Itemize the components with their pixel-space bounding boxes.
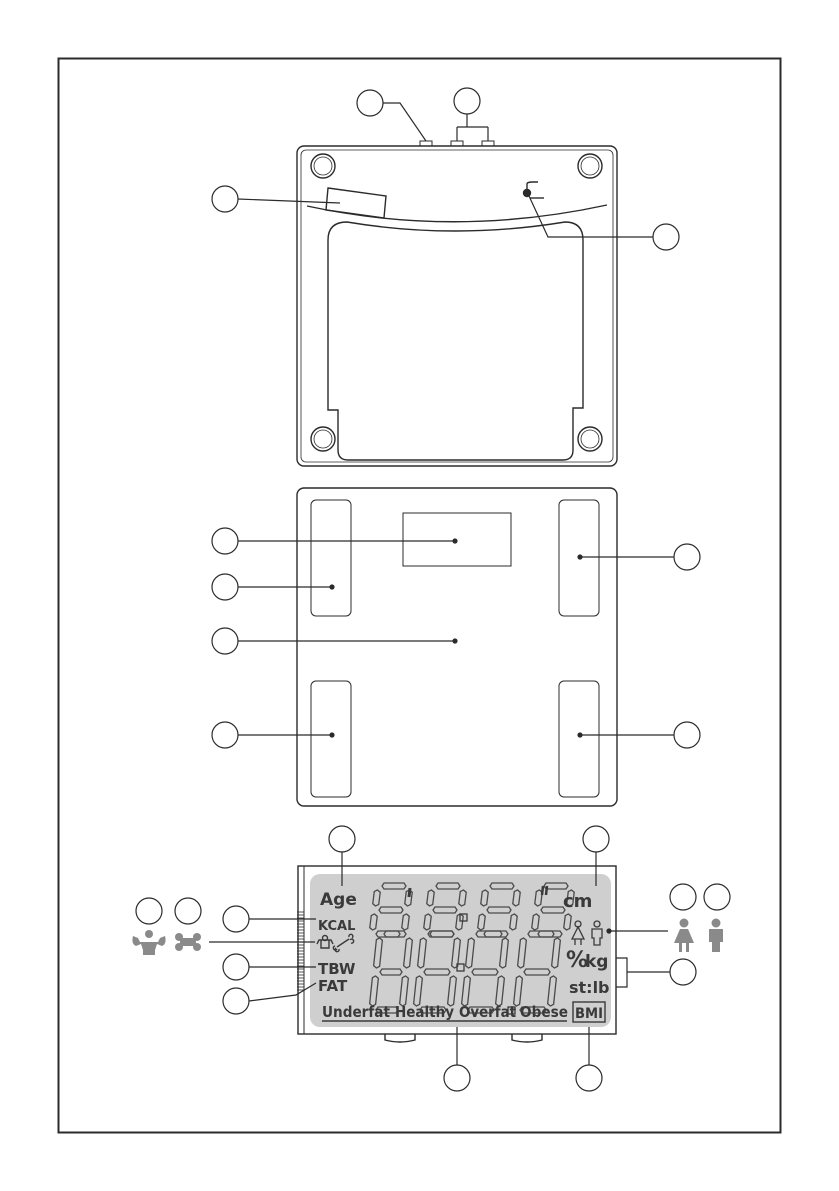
muscle-icon [132, 930, 165, 955]
scale-bottom-view [297, 141, 617, 466]
callouts-top [212, 88, 679, 250]
callout-circle [653, 224, 679, 250]
lcd-bmi-label: BMI [575, 1006, 603, 1022]
callout-circle [136, 898, 162, 924]
callout-circle [223, 906, 249, 932]
lcd-age-label: Age [320, 890, 357, 910]
callout-circle [223, 988, 249, 1014]
callout-circle [454, 88, 480, 114]
callout-circle [223, 954, 249, 980]
bone-icon [175, 933, 201, 951]
female-icon [674, 919, 694, 953]
callout-circle [357, 90, 383, 116]
lcd-cm-label: cm [563, 891, 592, 912]
callout-circle [212, 722, 238, 748]
callout-circle [212, 186, 238, 212]
callouts-middle [212, 528, 700, 748]
callout-circle [175, 898, 201, 924]
male-icon [709, 919, 723, 953]
callout-circle [329, 826, 355, 852]
lcd-fat-label: FAT [318, 977, 348, 995]
lcd-stlb-label: st:lb [569, 978, 610, 997]
callout-circle [670, 884, 696, 910]
lcd-connector [297, 912, 304, 990]
callout-circle [212, 628, 238, 654]
category-underfat: Underfat [322, 1003, 390, 1021]
category-healthy: Healthy [395, 1003, 454, 1021]
callout-circle [670, 959, 696, 985]
category-obese: Obese [520, 1003, 568, 1021]
lcd-kg-label: kg [585, 952, 608, 972]
lcd-kcal-label: KCAL [318, 919, 355, 934]
callout-circle [444, 1065, 470, 1091]
callout-circle [212, 574, 238, 600]
category-overfat: Overfat [459, 1003, 516, 1021]
callout-circle [576, 1065, 602, 1091]
callout-circle [583, 826, 609, 852]
callout-circle [212, 528, 238, 554]
callout-circle [674, 722, 700, 748]
callout-circle [674, 544, 700, 570]
scale-top-view [297, 488, 617, 806]
callout-circle [704, 884, 730, 910]
lcd-tbw-label: TBW [318, 960, 356, 978]
lcd-body-categories: Underfat Healthy Overfat Obese [322, 1003, 568, 1021]
